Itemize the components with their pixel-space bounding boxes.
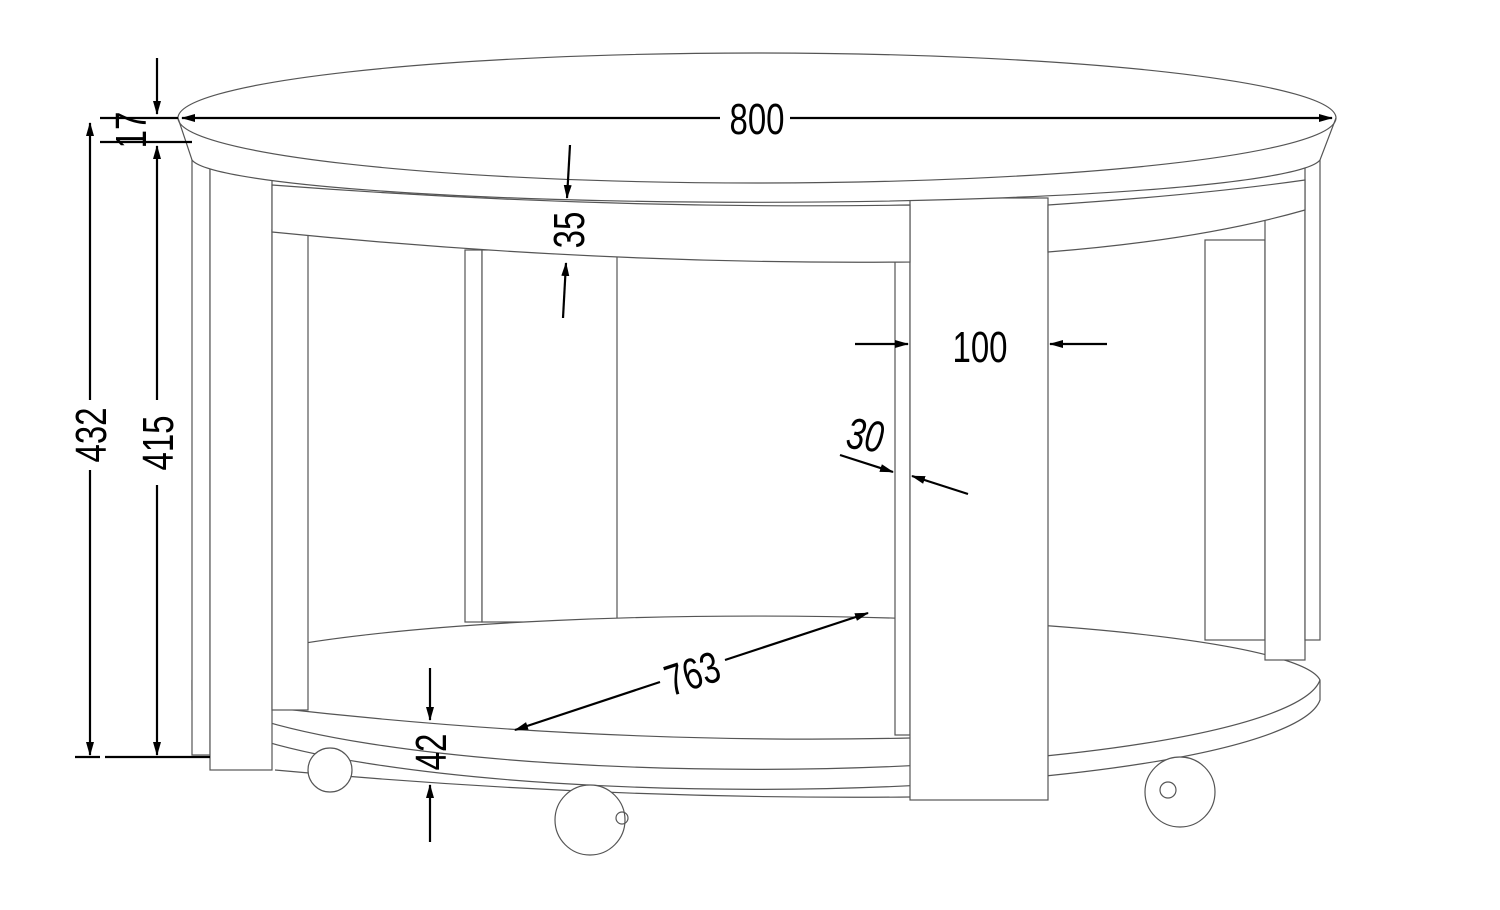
back-legs	[464, 239, 1266, 641]
dim-top-thickness: 17	[108, 112, 157, 149]
casters	[307, 747, 1216, 856]
lower-shelf	[191, 615, 1321, 798]
dim-leg-width: 100	[952, 324, 1007, 373]
dim-leg-thickness: 30	[843, 409, 886, 462]
front-legs	[191, 154, 1321, 801]
dim-total-height: 432	[68, 407, 117, 462]
dim-height-below-top: 415	[135, 415, 184, 470]
dimension-lines	[75, 58, 1333, 842]
table-top	[177, 52, 1337, 203]
apron	[271, 179, 1306, 263]
dim-shelf-thickness: 42	[408, 734, 457, 771]
dim-top-diameter: 800	[729, 96, 784, 145]
dim-apron-height: 35	[546, 212, 595, 249]
